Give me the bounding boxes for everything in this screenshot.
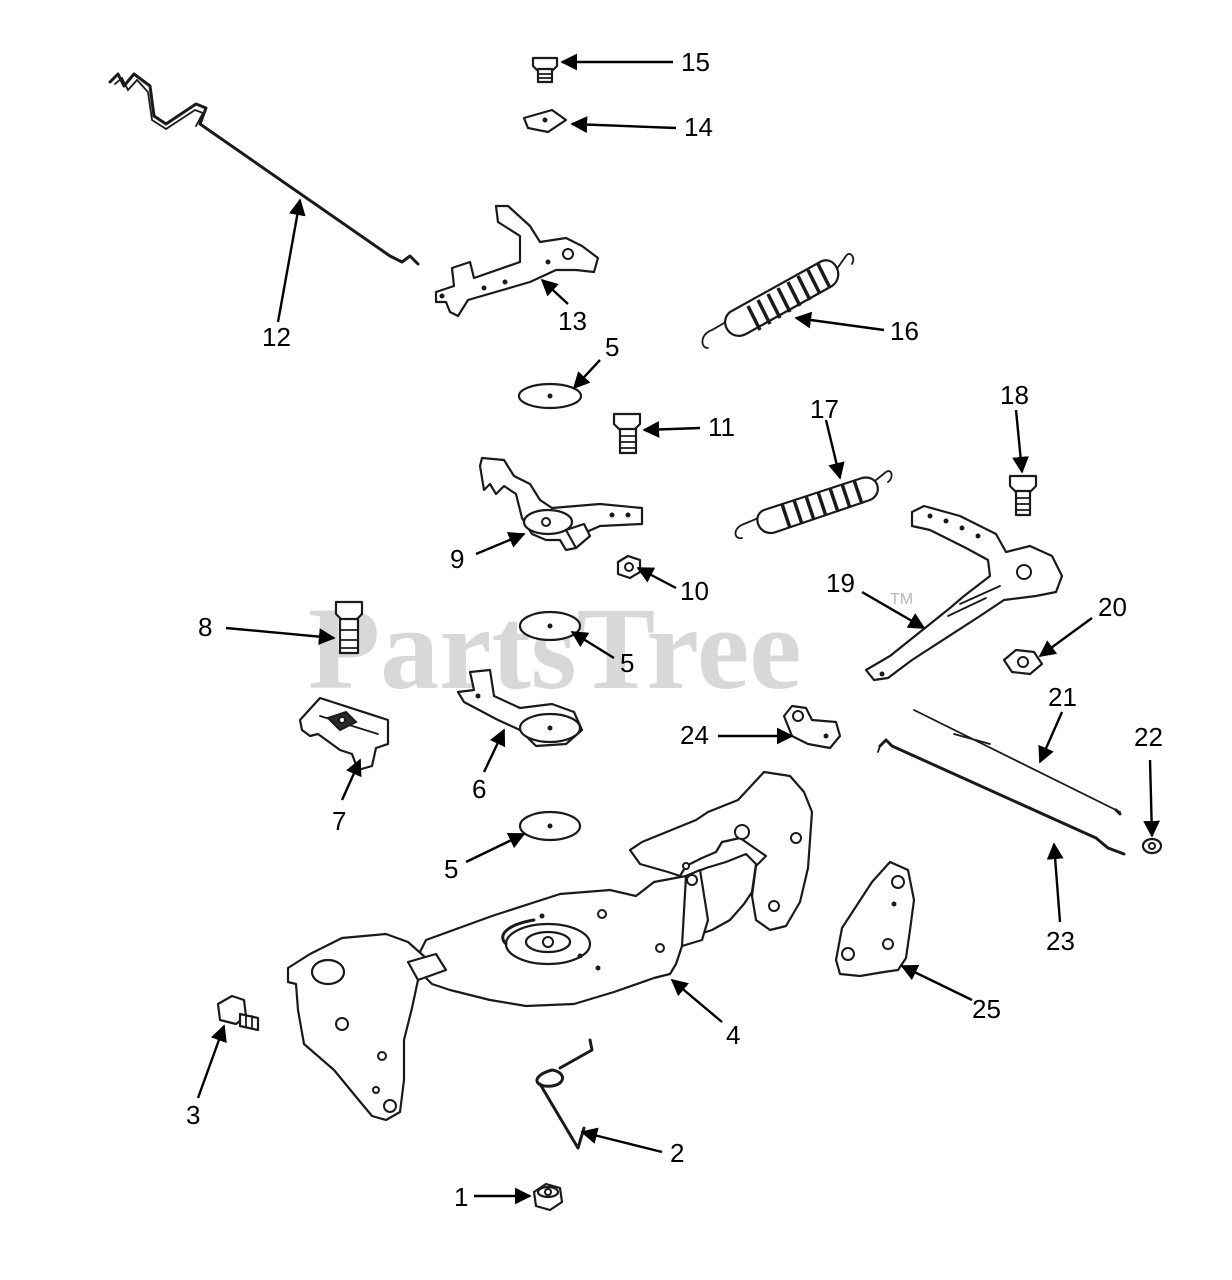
callout-labels: 15 14 12 13 16 5 11 17 18 9 10 19 8 5 20… (186, 47, 1163, 1212)
leader-4 (670, 978, 723, 1023)
bolt-part-18 (1008, 474, 1038, 517)
leader-9 (475, 532, 526, 556)
callout-5-top: 5 (605, 332, 619, 362)
leader-18 (1012, 409, 1029, 474)
callout-6: 6 (472, 774, 486, 804)
mounting-plate-part-25 (834, 860, 916, 978)
callout-18: 18 (1000, 380, 1029, 410)
governor-rod-part-12 (108, 72, 420, 266)
leader-21 (1038, 711, 1064, 764)
leader-20 (1038, 617, 1093, 657)
washer-part-5-top (517, 382, 583, 410)
leader-lines (196, 53, 1160, 1205)
leader-10 (636, 566, 677, 590)
leader-3 (196, 1024, 227, 1099)
washer-part-14 (522, 108, 568, 134)
callout-7: 7 (332, 806, 346, 836)
control-bracket-part-13 (434, 204, 600, 318)
callout-13: 13 (558, 306, 587, 336)
callout-16: 16 (890, 316, 919, 346)
leader-6 (482, 728, 506, 773)
callout-3: 3 (186, 1100, 200, 1130)
governor-lever-part-9 (478, 456, 644, 552)
callout-10: 10 (680, 576, 709, 606)
leader-11 (642, 421, 701, 438)
callout-24: 24 (680, 720, 709, 750)
callout-2: 2 (670, 1138, 684, 1168)
parts-tree-watermark: PartsTree TM (308, 583, 913, 714)
callout-5-bottom: 5 (444, 854, 458, 884)
leader-5-middle (570, 630, 615, 660)
callout-15: 15 (681, 47, 710, 77)
leader-5-top (572, 359, 601, 390)
leader-2 (580, 1127, 663, 1154)
callout-20: 20 (1098, 592, 1127, 622)
callout-19: 19 (826, 568, 855, 598)
callout-5-middle: 5 (620, 648, 634, 678)
leader-13 (540, 278, 569, 305)
flange-nut-part-20 (1002, 648, 1044, 676)
choke-rod-part-21 (913, 709, 1122, 816)
callout-25: 25 (972, 994, 1001, 1024)
throttle-lever-part-19 (864, 504, 1064, 682)
leader-7 (340, 758, 362, 801)
nut-part-1 (532, 1182, 564, 1212)
callout-14: 14 (684, 112, 713, 142)
cable-clip-part-7 (298, 696, 390, 772)
leader-19 (861, 590, 926, 630)
callout-23: 23 (1046, 926, 1075, 956)
callout-1: 1 (454, 1182, 468, 1212)
leader-5-bottom (465, 832, 526, 864)
leader-16 (794, 311, 885, 332)
spring-part-16 (701, 253, 855, 349)
washer-part-5-middle (518, 610, 582, 642)
callout-21: 21 (1048, 682, 1077, 712)
shoulder-bolt-part-8 (334, 600, 364, 655)
callout-22: 22 (1134, 722, 1163, 752)
spring-part-17 (734, 470, 893, 540)
control-bracket-part-4 (286, 770, 814, 1122)
callout-9: 9 (450, 544, 464, 574)
leader-22 (1143, 759, 1160, 838)
cable-clamp-part-24 (782, 704, 842, 750)
leader-14 (570, 116, 677, 133)
leader-17 (824, 419, 845, 480)
callout-17: 17 (810, 394, 839, 424)
svg-text:PartsTree: PartsTree (308, 583, 802, 714)
leader-8 (225, 626, 336, 645)
washer-part-5-bottom (518, 810, 582, 842)
stop-plate-part-6 (456, 668, 584, 748)
callout-8: 8 (198, 612, 212, 642)
nut-part-10 (616, 554, 642, 580)
callout-4: 4 (726, 1020, 740, 1050)
bolt-part-11 (612, 412, 642, 455)
callout-12: 12 (262, 322, 291, 352)
throttle-rod-part-23 (877, 738, 1126, 856)
leader-23 (1046, 842, 1064, 923)
callout-11: 11 (708, 412, 735, 442)
leader-12 (276, 198, 306, 323)
svg-text:TM: TM (890, 591, 913, 608)
nut-part-22 (1141, 837, 1163, 855)
leader-25 (900, 964, 973, 1002)
bolt-part-3 (216, 994, 260, 1032)
bolt-part-15 (531, 56, 559, 84)
